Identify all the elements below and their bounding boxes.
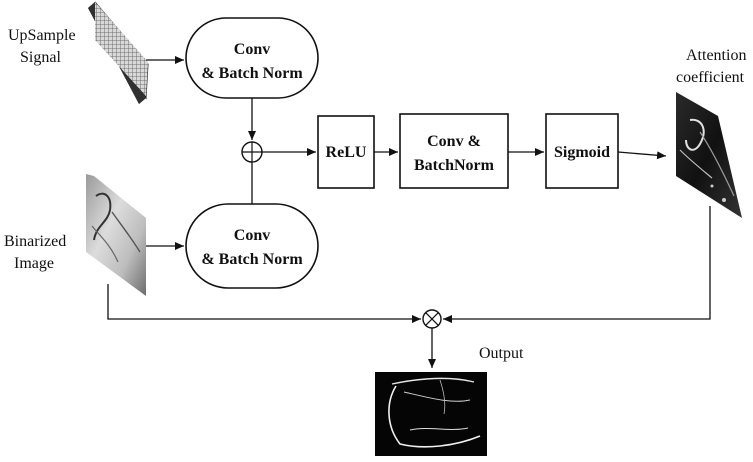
arrow-sigmoid-to-attention [617,151,667,160]
conv-bn-label-line2: BatchNorm [414,157,495,174]
conv-bottom-label-line2: & Batch Norm [201,251,303,268]
binarized-label-line1: Binarized [4,233,66,250]
attention-label-line2: coefficient [676,69,745,86]
arrow-attention-to-multiply [443,206,711,323]
binarized-image [86,174,146,296]
relu-block: ReLU [317,115,375,189]
output-label: Output [479,345,524,362]
conv-bn-label-line1: Conv & [427,133,481,150]
connectors [107,56,711,368]
output-image [375,372,487,456]
sigmoid-label: Sigmoid [554,144,610,161]
upsample-label-line2: Signal [20,49,61,66]
multiply-operator [422,309,442,329]
upsample-signal-image [88,1,149,104]
conv-top-label-line1: Conv [234,41,270,58]
attention-label-line1: Attention [686,47,746,64]
arrow-binarized-to-multiply [107,284,421,323]
conv-batchnorm-middle-block: Conv & BatchNorm [399,113,509,189]
attention-coefficient-image [676,92,742,218]
conv-batchnorm-top-block: Conv & Batch Norm [185,17,319,99]
conv-bottom-label-line1: Conv [234,227,270,244]
binarized-label-line2: Image [14,255,54,272]
relu-label: ReLU [326,144,367,161]
conv-batchnorm-bottom-block: Conv & Batch Norm [185,203,319,289]
add-operator [241,141,263,163]
conv-top-label-line2: & Batch Norm [201,65,303,82]
sigmoid-block: Sigmoid [545,113,619,189]
upsample-label-line1: UpSample [8,27,76,44]
